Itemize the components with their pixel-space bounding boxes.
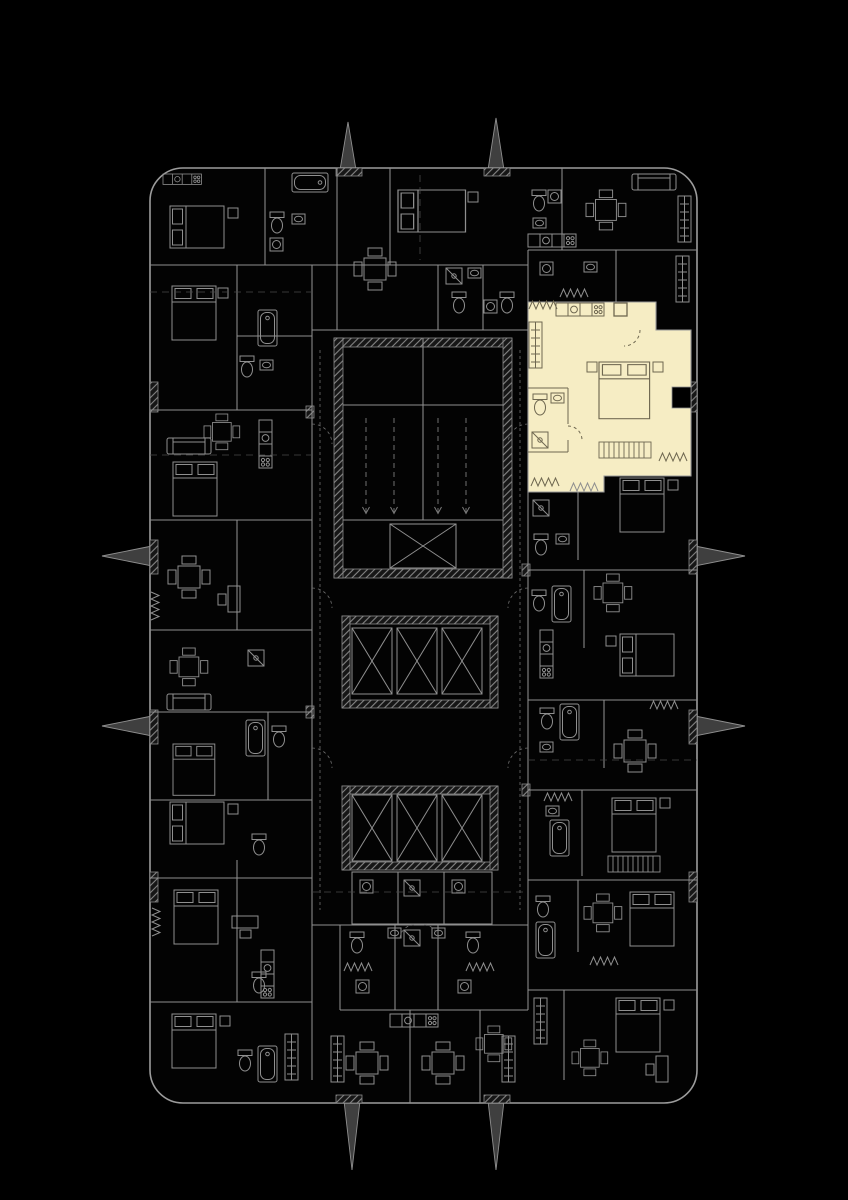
door-swing — [623, 329, 641, 347]
perimeter-structural-walls — [149, 167, 698, 1104]
selected-apartment[interactable] — [527, 301, 692, 493]
door-swing — [567, 425, 583, 441]
corridor-arrows — [362, 418, 470, 515]
door-swings — [311, 350, 529, 940]
core — [333, 337, 513, 925]
selected-apartment-furniture — [528, 300, 688, 487]
elevator-bank-lower — [341, 785, 499, 871]
dimension-lines — [150, 175, 697, 893]
facade-fins — [101, 117, 746, 1171]
core-service-rooms — [351, 871, 493, 925]
structural-column — [671, 386, 692, 409]
selected-apartment-group — [527, 300, 692, 493]
elevator-bank-upper — [341, 615, 499, 709]
stair-box — [389, 523, 457, 569]
